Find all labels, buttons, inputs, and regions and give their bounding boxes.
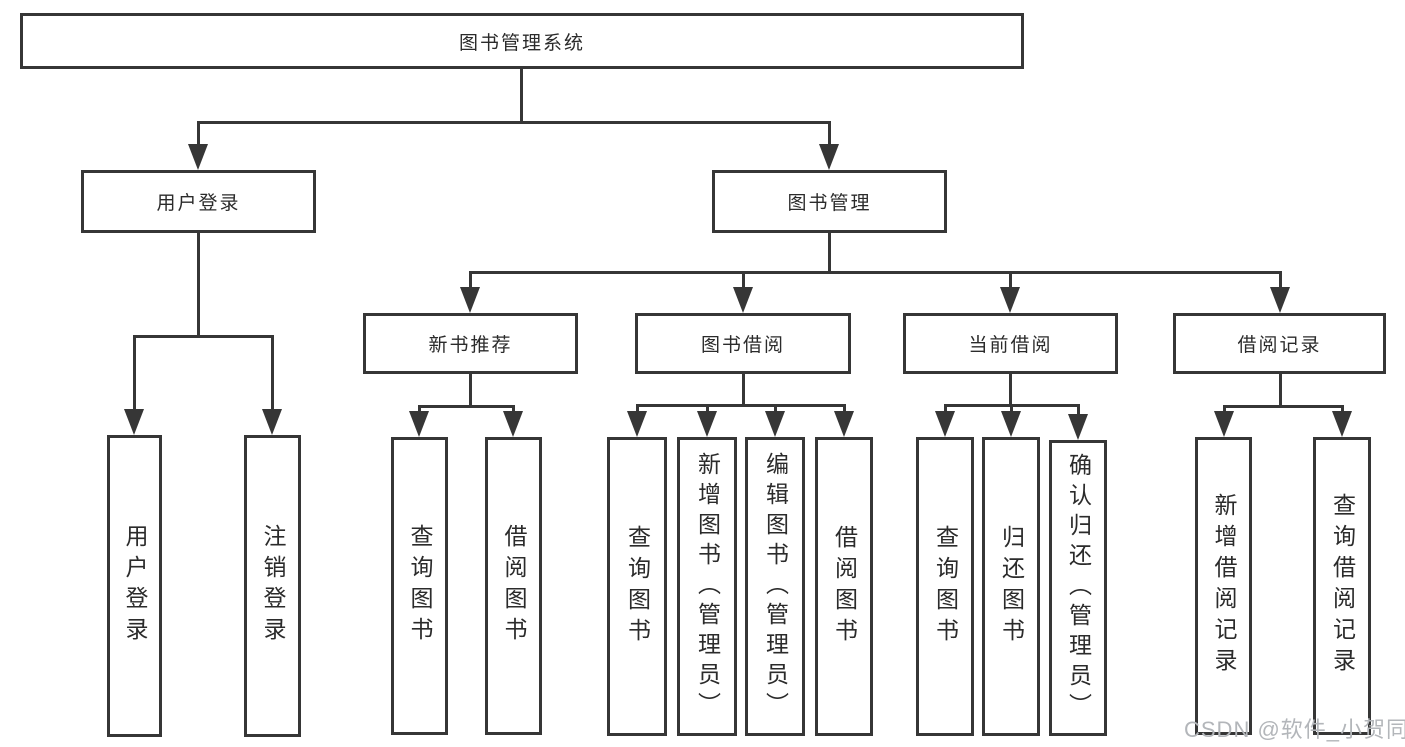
node-root: 图书管理系统 xyxy=(20,13,1024,69)
leaf-record-query: 查询借阅记录 xyxy=(1313,437,1371,735)
connector-line xyxy=(1077,404,1080,416)
connector-line xyxy=(828,233,831,274)
arrow-down-icon xyxy=(262,409,282,435)
connector-line xyxy=(469,374,472,407)
leaf-current-return: 归还图书 xyxy=(982,437,1040,736)
node-user-login: 用户登录 xyxy=(81,170,316,233)
node-borrow-records: 借阅记录 xyxy=(1173,313,1386,374)
leaf-newbook-borrow: 借阅图书 xyxy=(485,437,542,735)
node-book-borrow: 图书借阅 xyxy=(635,313,851,374)
connector-line xyxy=(636,404,639,413)
connector-line xyxy=(1009,374,1012,406)
connector-line xyxy=(197,121,831,124)
connector-line xyxy=(469,271,1282,274)
arrow-down-icon xyxy=(124,409,144,435)
connector-line xyxy=(469,271,472,289)
arrow-down-icon xyxy=(503,411,523,437)
connector-line xyxy=(197,121,200,146)
leaf-record-add: 新增借阅记录 xyxy=(1195,437,1252,735)
node-book-management: 图书管理 xyxy=(712,170,947,233)
node-new-book-recommend: 新书推荐 xyxy=(363,313,578,374)
leaf-current-query-label: 查询图书 xyxy=(932,524,959,649)
node-root-label: 图书管理系统 xyxy=(458,32,585,54)
arrow-down-icon xyxy=(697,411,717,437)
arrow-down-icon xyxy=(1332,411,1352,437)
node-new-book-recommend-label: 新书推荐 xyxy=(428,335,513,356)
connector-line xyxy=(512,405,515,413)
leaf-record-add-label: 新增借阅记录 xyxy=(1211,493,1237,679)
connector-line xyxy=(418,405,515,408)
connector-line xyxy=(944,404,947,413)
arrow-down-icon xyxy=(1270,287,1290,313)
leaf-current-confirm-admin-label: 确认归还（管理员） xyxy=(1065,453,1092,723)
arrow-down-icon xyxy=(188,144,208,170)
arrow-down-icon xyxy=(1001,411,1021,437)
leaf-borrow-query: 查询图书 xyxy=(607,437,667,736)
connector-line xyxy=(197,233,200,337)
connector-line xyxy=(1341,405,1344,413)
node-borrow-records-label: 借阅记录 xyxy=(1237,335,1322,356)
leaf-borrow-edit-admin-label: 编辑图书（管理员） xyxy=(762,451,789,722)
connector-line xyxy=(636,404,846,407)
connector-line xyxy=(1279,271,1282,289)
leaf-current-confirm-admin: 确认归还（管理员） xyxy=(1049,440,1107,736)
leaf-newbook-query: 查询图书 xyxy=(391,437,448,735)
connector-line xyxy=(133,335,136,411)
leaf-borrow-borrow: 借阅图书 xyxy=(815,437,873,736)
connector-line xyxy=(706,404,709,413)
connector-line xyxy=(774,404,777,413)
connector-line xyxy=(271,335,274,411)
leaf-borrow-edit-admin: 编辑图书（管理员） xyxy=(745,437,805,736)
connector-line xyxy=(520,69,523,123)
arrow-down-icon xyxy=(460,287,480,313)
arrow-down-icon xyxy=(733,287,753,313)
leaf-record-query-label: 查询借阅记录 xyxy=(1329,493,1356,679)
csdn-watermark: CSDN @软件_小贺同学 xyxy=(1184,717,1405,742)
connector-line xyxy=(843,404,846,413)
node-user-login-label: 用户登录 xyxy=(156,193,241,214)
connector-line xyxy=(1010,404,1013,413)
connector-line xyxy=(1279,374,1282,407)
leaf-newbook-borrow-label: 借阅图书 xyxy=(501,524,527,648)
arrow-down-icon xyxy=(935,411,955,437)
node-book-management-label: 图书管理 xyxy=(787,193,872,214)
leaf-newbook-query-label: 查询图书 xyxy=(407,524,433,648)
arrow-down-icon xyxy=(834,411,854,437)
connector-line xyxy=(742,374,745,406)
leaf-current-return-label: 归还图书 xyxy=(998,524,1025,649)
leaf-logout: 注销登录 xyxy=(244,435,301,737)
node-current-borrow: 当前借阅 xyxy=(903,313,1118,374)
leaf-borrow-query-label: 查询图书 xyxy=(624,524,651,649)
arrow-down-icon xyxy=(819,144,839,170)
connector-line xyxy=(742,271,745,289)
node-book-borrow-label: 图书借阅 xyxy=(700,335,785,356)
leaf-current-query: 查询图书 xyxy=(916,437,974,736)
leaf-logout-label: 注销登录 xyxy=(260,524,286,648)
connector-line xyxy=(418,405,421,413)
connector-line xyxy=(133,335,274,338)
leaf-borrow-borrow-label: 借阅图书 xyxy=(831,524,858,649)
connector-line xyxy=(1009,271,1012,289)
arrow-down-icon xyxy=(1214,411,1234,437)
leaf-borrow-add-admin-label: 新增图书（管理员） xyxy=(694,451,721,722)
arrow-down-icon xyxy=(1000,287,1020,313)
arrow-down-icon xyxy=(627,411,647,437)
arrow-down-icon xyxy=(409,411,429,437)
node-current-borrow-label: 当前借阅 xyxy=(968,335,1053,356)
leaf-borrow-add-admin: 新增图书（管理员） xyxy=(677,437,737,736)
connector-line xyxy=(1223,405,1344,408)
arrow-down-icon xyxy=(765,411,785,437)
connector-line xyxy=(828,121,831,146)
arrow-down-icon xyxy=(1068,414,1088,440)
connector-line xyxy=(1223,405,1226,413)
leaf-user-login: 用户登录 xyxy=(107,435,162,737)
leaf-user-login-label: 用户登录 xyxy=(122,524,148,648)
